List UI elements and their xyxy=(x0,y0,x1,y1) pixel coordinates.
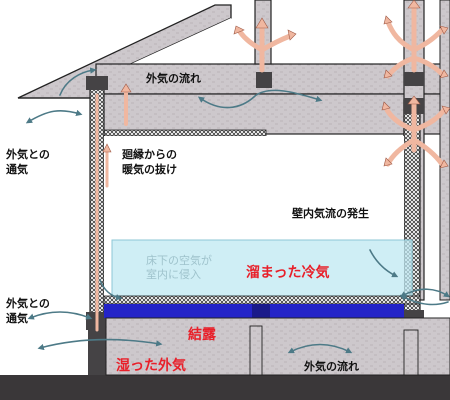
label-humid-outside-air: 湿った外気 xyxy=(116,358,186,374)
left-foundation xyxy=(88,330,106,375)
warm-air-arrowheads xyxy=(102,0,450,169)
label-heat-escape: 廻縁からの 暖気の抜け xyxy=(122,148,177,178)
label-wall-airflow: 壁内気流の発生 xyxy=(292,207,369,220)
outside-air-arrows xyxy=(25,67,450,354)
warm-air-arrows xyxy=(95,3,447,332)
label-heat-escape-line1: 廻縁からの xyxy=(122,148,177,161)
label-pooled-cold-air: 溜まった冷気 xyxy=(246,265,330,281)
label-outside-flow-bottom: 外気の流れ xyxy=(304,360,359,373)
label-heat-escape-line2: 暖気の抜け xyxy=(122,162,177,176)
label-exchange-lower: 外気との 通気 xyxy=(6,297,50,327)
ground xyxy=(0,375,450,400)
label-outside-flow-top: 外気の流れ xyxy=(146,72,201,85)
label-exchange-lower-line1: 外気との xyxy=(6,297,50,310)
label-exchange-upper: 外気との 通気 xyxy=(6,148,50,178)
beam-left-top xyxy=(86,76,108,90)
beam-right-top xyxy=(404,72,424,86)
label-condensation: 結露 xyxy=(188,327,216,343)
floor-hatch xyxy=(103,295,421,305)
label-underfloor-intrusion: 床下の空気が 室内に侵入 xyxy=(146,254,212,282)
ceiling-edge-molding xyxy=(95,129,267,137)
label-exchange-lower-line2: 通気 xyxy=(6,311,28,325)
crawl-post-1 xyxy=(249,325,263,376)
beam-mid-top xyxy=(256,72,272,88)
right-edge-wall xyxy=(439,0,450,301)
label-underfloor-line1: 床下の空気が xyxy=(146,254,212,267)
upper-floor-deck xyxy=(95,93,450,135)
label-exchange-upper-line1: 外気との xyxy=(6,148,50,161)
cold-air-zone xyxy=(111,239,413,297)
crawl-space xyxy=(105,317,450,376)
crawl-post-2 xyxy=(403,329,419,376)
label-exchange-upper-line2: 通気 xyxy=(6,162,28,176)
label-underfloor-line2: 室内に侵入 xyxy=(146,267,201,281)
